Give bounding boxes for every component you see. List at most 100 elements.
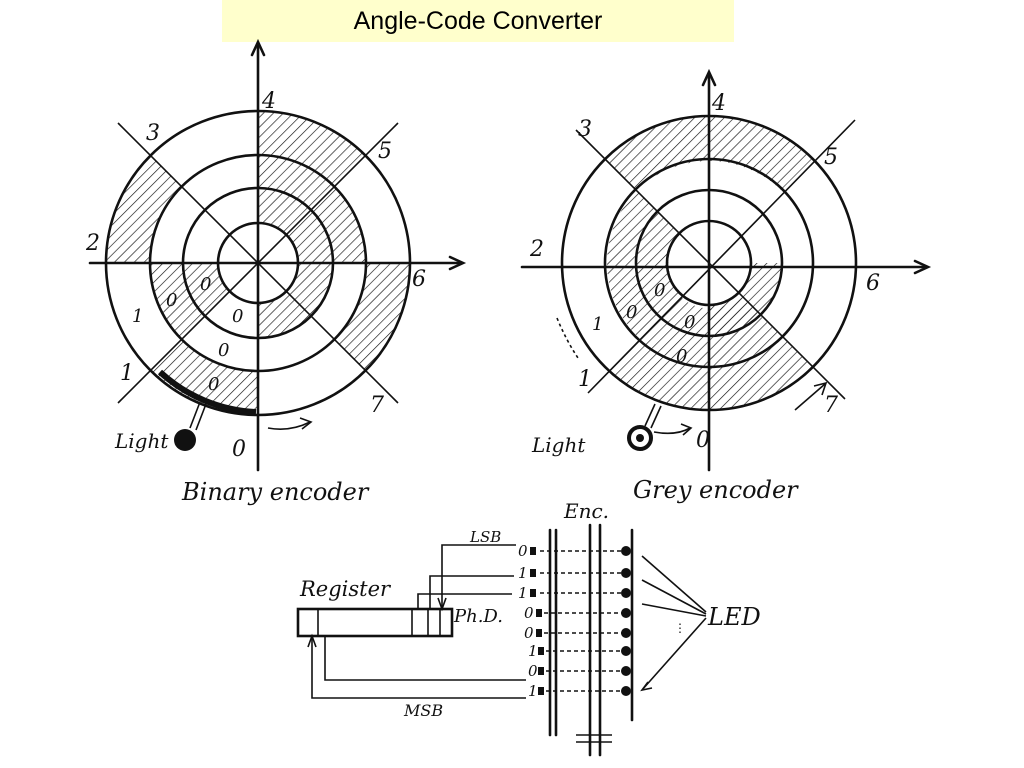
bit-value: 0: [518, 542, 528, 560]
binary-bit-mark: 0: [232, 306, 243, 327]
grey-sector-4: 4: [711, 91, 726, 116]
led-label: LED: [707, 603, 761, 631]
bit-row: 0: [518, 542, 631, 560]
register-label: Register: [299, 577, 392, 601]
grey-bit-mark: 1: [592, 314, 603, 335]
binary-sector-1: 1: [120, 361, 134, 386]
led-icon: [621, 666, 631, 676]
photodiode-icon: [530, 547, 536, 555]
binary-bit-mark: 0: [218, 340, 229, 361]
binary-outer-segment-6: [334, 263, 410, 370]
grey-direction-arrow-icon: [794, 383, 826, 411]
grey-sector-1: 1: [578, 367, 592, 392]
binary-bit-mark: 0: [208, 374, 219, 395]
led-icon: [621, 546, 631, 556]
grey-rotation-arrow-icon: [653, 427, 691, 435]
grey-light-source-core: [636, 434, 644, 442]
binary-bit-mark: 0: [166, 290, 177, 311]
binary-sector-5: 5: [378, 139, 392, 164]
led-pointer-line: [641, 603, 707, 617]
binary-sector-3: 3: [146, 121, 160, 146]
binary-outer-segment-0: [151, 339, 258, 414]
led-pointer-line: [641, 617, 707, 691]
binary-thick-arc: [157, 369, 257, 415]
grey-middle-segment-left: [607, 190, 680, 336]
grey-encoder: 0 1 2 3 4 5 6 7 1 0 0 0 0 Light Grey enc…: [520, 68, 932, 504]
grey-bit-mark: 0: [684, 312, 695, 333]
led-icon: [621, 686, 631, 696]
led-pointer-line: [641, 555, 707, 613]
bit-row: 0: [524, 624, 631, 642]
bit-value: 0: [524, 604, 534, 622]
grey-sector-5: 5: [824, 145, 838, 170]
grey-light-ray-2: [650, 405, 662, 429]
photodiode-icon: [538, 687, 544, 695]
binary-sector-4: 4: [261, 89, 276, 114]
grey-bit-mark: 0: [654, 280, 665, 301]
lsb-wire-arrowhead-icon: [437, 597, 447, 612]
bit-row: 0: [528, 662, 631, 680]
register-led-diagram: Enc. 0 1 1 0: [296, 499, 761, 757]
bit-rows: 0 1 1 0: [518, 542, 631, 700]
binary-encoder-caption: Binary encoder: [181, 478, 370, 506]
msb-wire-arrowhead-icon: [307, 633, 317, 648]
grey-sector-7: 7: [824, 393, 838, 418]
photodiode-icon: [536, 629, 542, 637]
binary-light-ray-2: [195, 403, 207, 431]
msb-label: MSB: [403, 701, 443, 720]
binary-light-source-icon: [174, 429, 196, 451]
bit-wire: [324, 636, 526, 681]
bit-row: 1: [528, 682, 631, 700]
register-box: [296, 607, 454, 638]
grey-encoder-caption: Grey encoder: [633, 476, 799, 504]
binary-sector-7: 7: [370, 393, 384, 418]
grey-light-ray-1: [644, 403, 656, 427]
binary-light-ray-1: [189, 401, 201, 429]
grey-sector-0: 0: [696, 428, 710, 453]
lsb-wire: [441, 544, 516, 609]
bit-value: 0: [524, 624, 534, 642]
slide-title: Angle-Code Converter: [353, 6, 603, 35]
bit-value: 1: [518, 584, 528, 602]
grey-axis-arrow-right: [913, 259, 932, 275]
binary-diagonal-2: [117, 122, 399, 404]
binary-outer-segment-2: [106, 156, 182, 263]
photodiode-icon: [536, 609, 542, 617]
enc-label: Enc.: [563, 499, 609, 523]
bit-row: 1: [528, 642, 631, 660]
lsb-label: LSB: [469, 528, 501, 546]
binary-sector-6: 6: [412, 267, 426, 292]
photodiode-icon: [530, 589, 536, 597]
bit-value: 0: [528, 662, 538, 680]
grey-direction-arrowhead-icon: [813, 381, 828, 396]
binary-rotation-arrow-icon: [267, 421, 311, 430]
photodiode-icon: [530, 569, 536, 577]
binary-encoder: 0 1 2 3 4 5 6 7 1 0 0 0 0 0 Light Binary…: [85, 38, 467, 506]
photodiode-icon: [538, 647, 544, 655]
grey-diagonal-1: [575, 129, 846, 400]
binary-axis-arrow-up: [250, 38, 266, 57]
grey-bit-mark: 0: [626, 302, 637, 323]
binary-middle-segment-left: [150, 263, 230, 339]
binary-sector-0: 0: [232, 437, 246, 462]
binary-bit-mark: 1: [132, 306, 143, 327]
binary-sector-2: 2: [85, 231, 100, 256]
grey-axis-arrow-up: [701, 68, 717, 87]
binary-outer-segment-4: [258, 111, 365, 187]
binary-bit-mark: 0: [200, 274, 211, 295]
photodiode-icon: [538, 667, 544, 675]
bit-value: 1: [518, 564, 528, 582]
binary-axis-arrow-right: [448, 255, 467, 271]
bit-wire: [417, 593, 512, 609]
led-icon: [621, 628, 631, 638]
ellipsis-dots: ⋮: [674, 621, 686, 635]
binary-light-label: Light: [114, 429, 169, 453]
led-icon: [621, 568, 631, 578]
grey-rotation-arrowhead-icon: [680, 423, 693, 436]
bit-value: 1: [528, 682, 538, 700]
photodiode-label: Ph.D.: [453, 606, 503, 627]
bit-row: 1: [518, 584, 631, 602]
grey-sector-6: 6: [866, 271, 880, 296]
led-icon: [621, 588, 631, 598]
